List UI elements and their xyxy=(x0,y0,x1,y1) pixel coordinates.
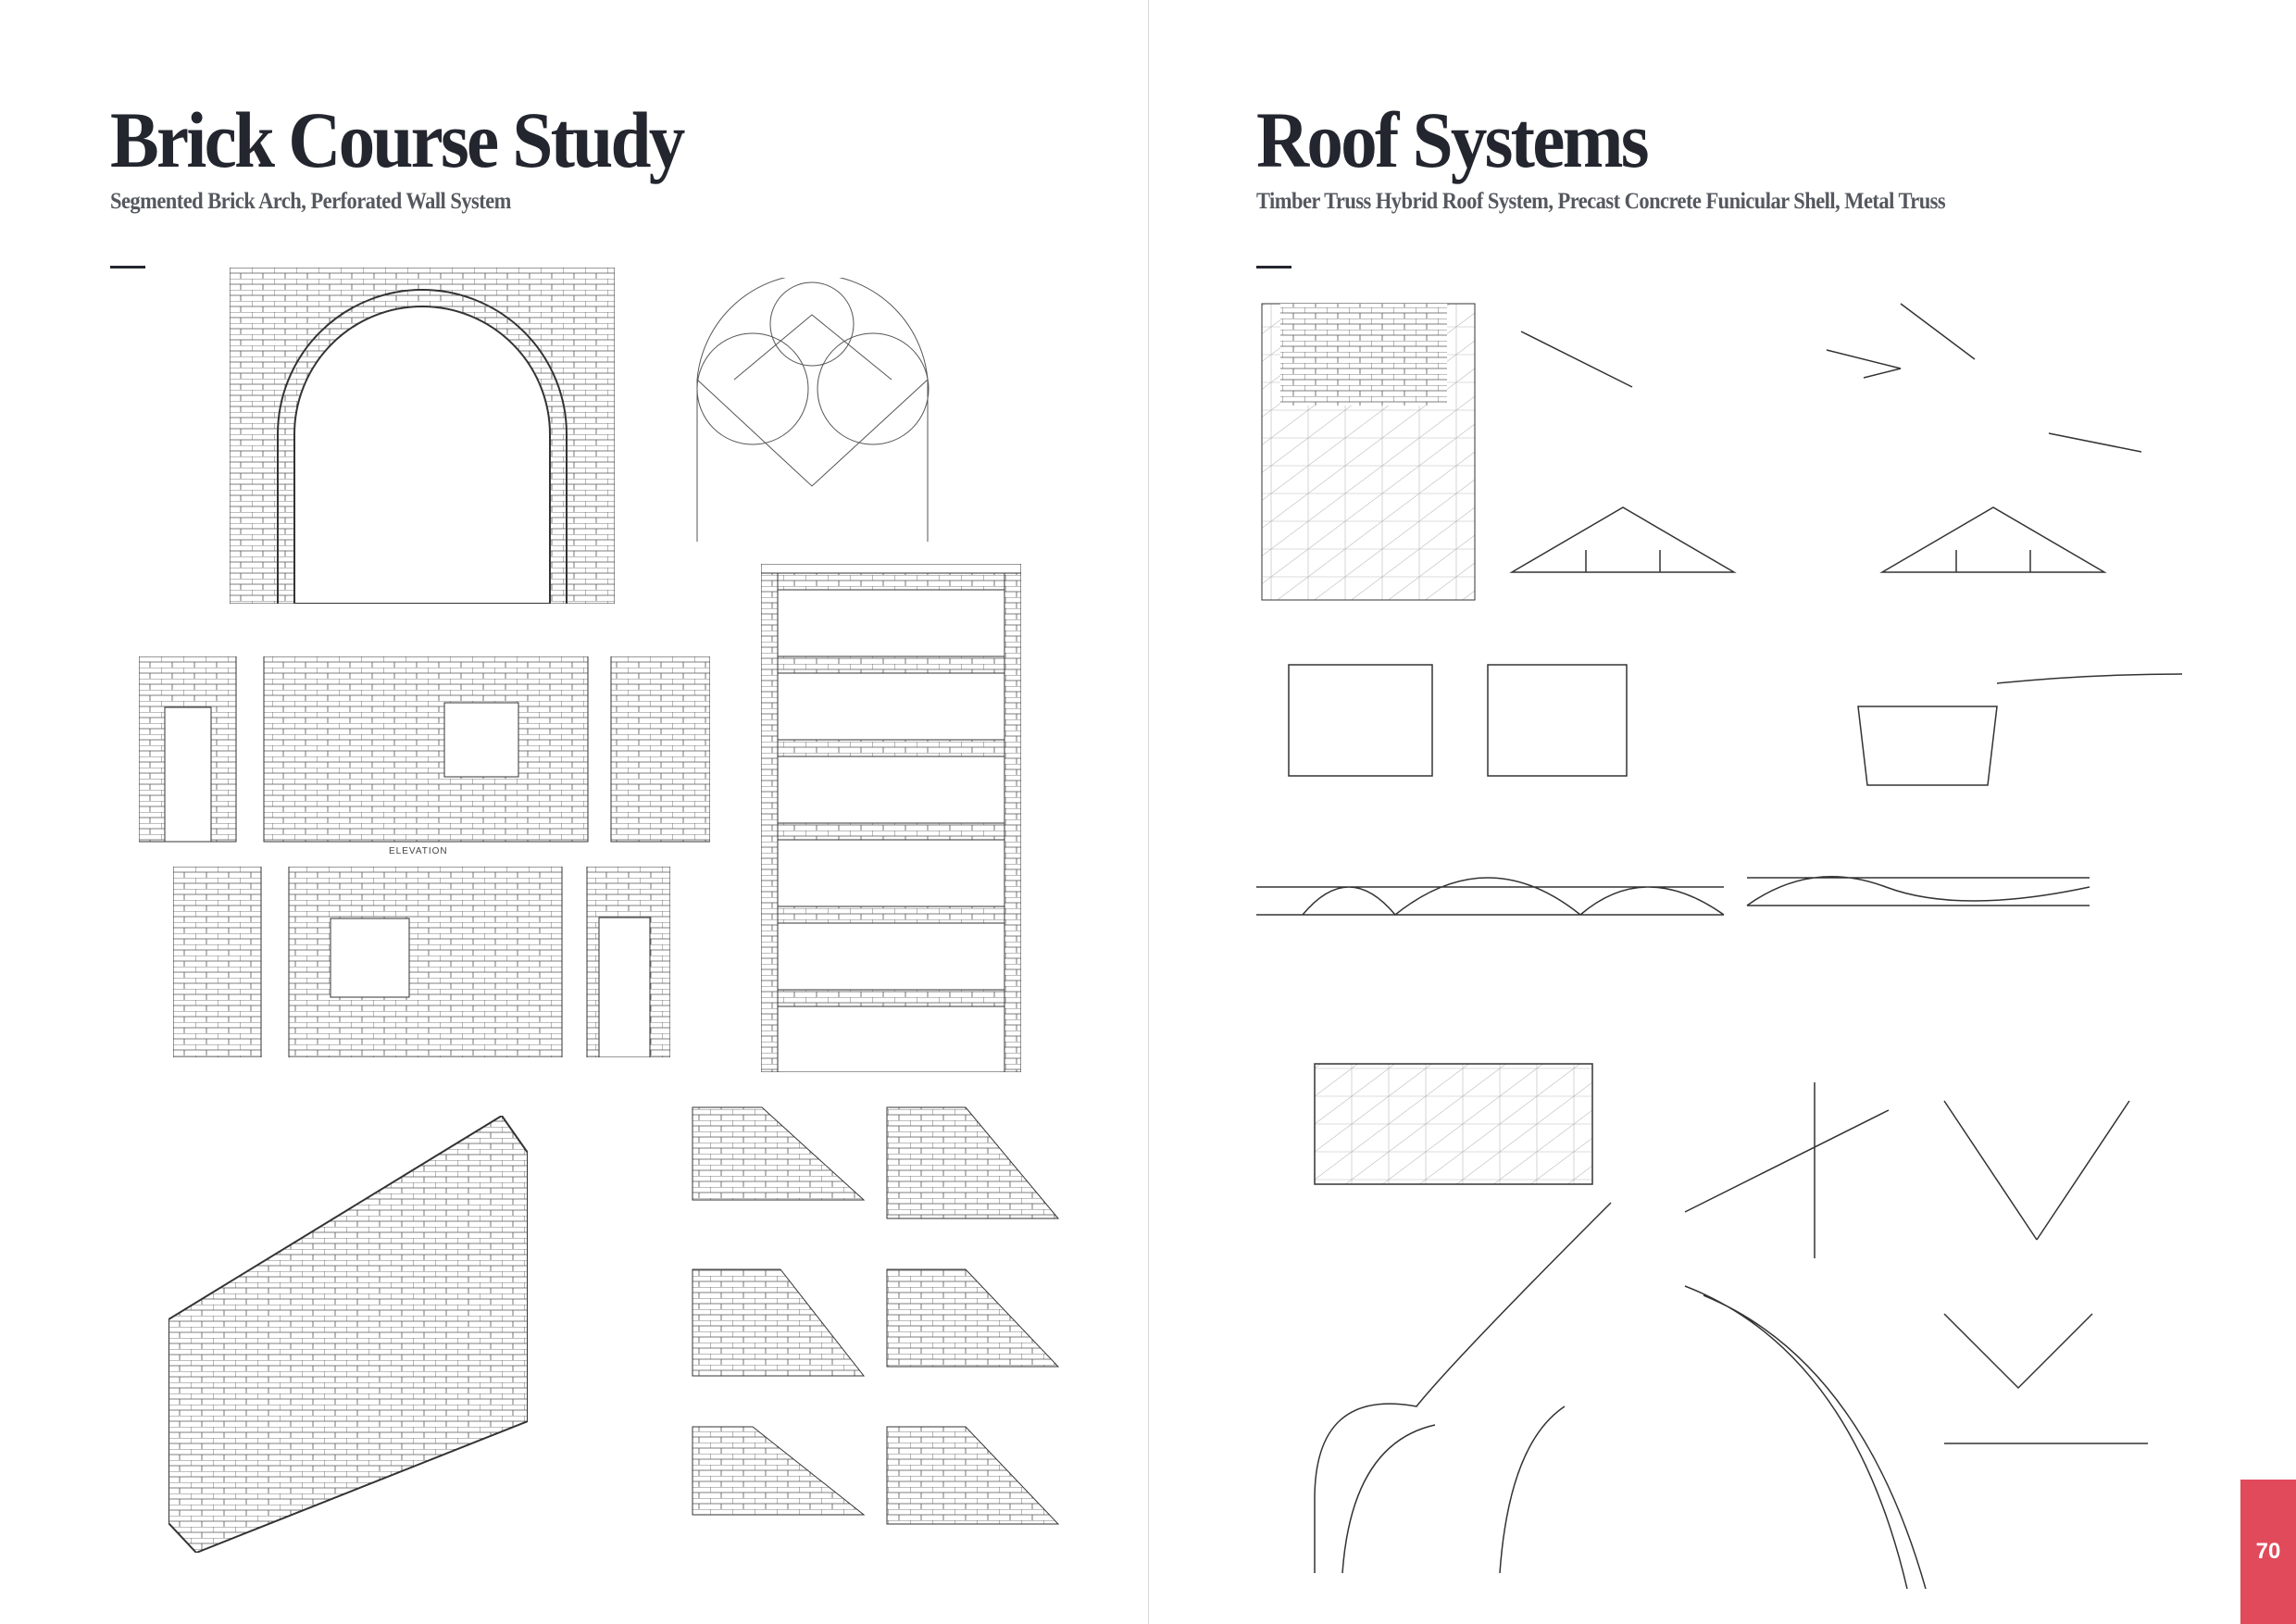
page-number: 70 xyxy=(2240,1480,2296,1624)
page-title: Brick Course Study xyxy=(110,95,685,184)
precast-funicular-shell-drawing xyxy=(1256,637,2197,1018)
arch-geometry-drawing xyxy=(688,278,937,542)
right-page: Roof Systems Timber Truss Hybrid Roof Sy… xyxy=(1149,0,2296,1624)
page-subtitle: Segmented Brick Arch, Perforated Wall Sy… xyxy=(110,189,511,214)
elevation-label: ELEVATION xyxy=(389,846,448,856)
isometric-wall-drawing xyxy=(168,1116,528,1553)
metal-truss-drawing xyxy=(1296,1055,2197,1589)
page-subtitle: Timber Truss Hybrid Roof System, Precast… xyxy=(1256,189,1946,214)
timber-truss-drawing xyxy=(1216,285,2197,622)
divider-dash xyxy=(1256,266,1292,269)
page-spine xyxy=(1148,0,1149,1624)
wall-elevations-drawing-1: ELEVATION xyxy=(139,656,710,856)
divider-dash xyxy=(110,266,145,269)
page-title: Roof Systems xyxy=(1256,95,1650,184)
left-page: Brick Course Study Segmented Brick Arch,… xyxy=(110,95,1069,1553)
wall-elevations-drawing-2 xyxy=(173,867,670,1057)
arch-elevation-drawing xyxy=(230,268,615,604)
stepped-wall-studies-drawing xyxy=(688,1098,1069,1553)
perforated-wall-section-drawing xyxy=(761,564,1021,1072)
